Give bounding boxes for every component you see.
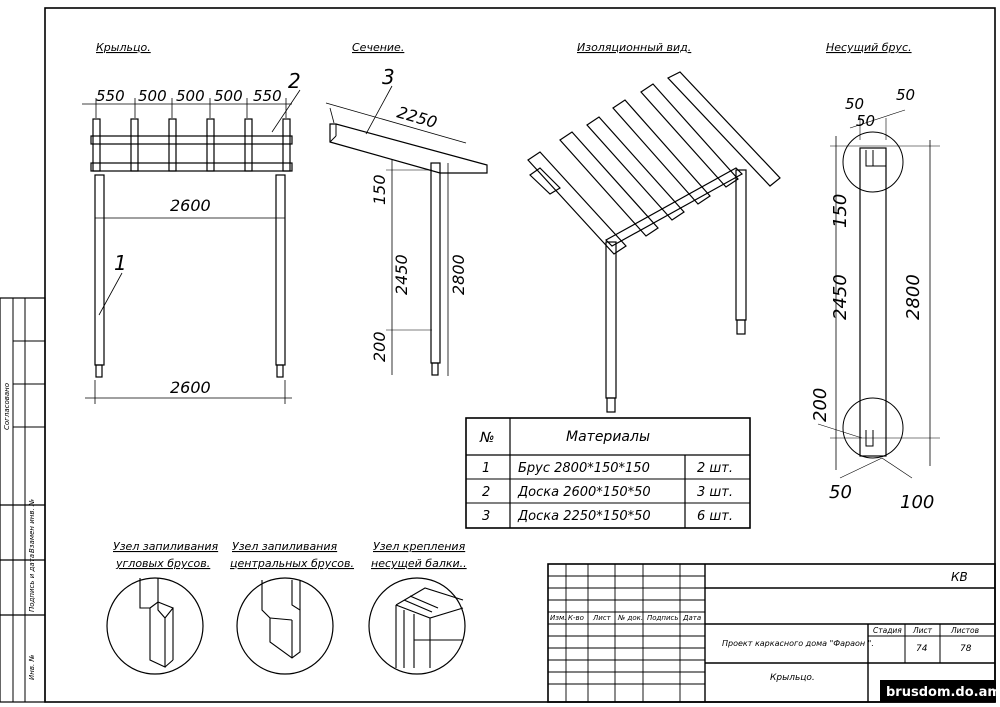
spacing-2: 500: [138, 87, 167, 105]
beam-50-bottom: 50: [829, 482, 852, 503]
table-header-no: №: [479, 430, 495, 446]
detail-beam-mount: Узел крепления несущей балки..: [368, 540, 467, 675]
tb-sheets-label: Листов: [950, 626, 979, 635]
tb-sheets: 78: [960, 644, 972, 654]
row-2-name: Доска 2600*150*50: [517, 485, 651, 500]
section-2450: 2450: [392, 254, 411, 295]
tb-h-izm: Изм.: [550, 614, 566, 622]
detail-corner-notch: Узел запиливания угловых брусов.: [106, 540, 219, 675]
tb-h-date: Дата: [682, 614, 701, 622]
stamp-sign-date: Подпись и дата: [28, 554, 36, 612]
beam-view: 50 50 50 150 2450 2800 200 50 100: [810, 86, 940, 513]
iso-view-title: Изоляционный вид.: [577, 41, 691, 54]
beam-50-b: 50: [896, 86, 915, 104]
beam-2800: 2800: [903, 274, 924, 320]
detail-1-line1: Узел запиливания: [113, 540, 219, 553]
beam-view-title: Несущий брус.: [826, 41, 912, 54]
detail-3-line1: Узел крепления: [373, 540, 466, 553]
side-stamp: Согласовано Взамен инв. № Подпись и дата…: [0, 297, 46, 703]
tb-sheet-label: Лист: [912, 626, 933, 635]
iso-view: [527, 71, 781, 413]
beam-200: 200: [810, 388, 831, 422]
detail-2-line2: центральных брусов.: [230, 557, 354, 570]
callout-2: 2: [288, 69, 301, 93]
beam-2450: 2450: [830, 274, 851, 320]
spacing-3: 500: [176, 87, 205, 105]
tb-h-sign: Подпись: [647, 614, 679, 622]
callout-1: 1: [114, 251, 127, 275]
callout-3: 3: [382, 65, 395, 89]
title-block: Изм. К-во Лист № док. Подпись Дата КВ Пр…: [547, 563, 996, 703]
row-1-qty: 2 шт.: [697, 461, 733, 476]
section-2800: 2800: [449, 254, 468, 295]
table-header-materials: Материалы: [566, 429, 650, 445]
row-2-qty: 3 шт.: [697, 485, 733, 500]
beam-100-bottom: 100: [900, 492, 934, 513]
spacing-5: 550: [253, 87, 282, 105]
detail-1-line2: угловых брусов.: [115, 557, 210, 570]
tb-drawing-name: Крыльцо.: [770, 673, 815, 683]
section-view-title: Сечение.: [352, 41, 404, 54]
section-view: 2250 3 150 2450 2800 200: [325, 65, 488, 376]
beam-150: 150: [830, 194, 851, 228]
detail-central-notch: Узел запиливания центральных брусов.: [230, 540, 354, 675]
tb-h-doc: № док.: [617, 614, 643, 622]
row-3-qty: 6 шт.: [697, 509, 733, 524]
tb-stage-label: Стадия: [873, 626, 902, 635]
tb-project: Проект каркасного дома "Фараон ".: [722, 639, 874, 648]
beam-50-a: 50: [845, 95, 864, 113]
stamp-replace-inv: Взамен инв. №: [28, 499, 36, 553]
section-200: 200: [370, 331, 389, 362]
board-length: 2250: [395, 103, 439, 132]
spacing-4: 500: [214, 87, 243, 105]
watermark-text: brusdom.do.am: [886, 685, 1000, 700]
row-3-name: Доска 2250*150*50: [517, 509, 651, 524]
stamp-agreed: Согласовано: [3, 383, 11, 430]
detail-2-line1: Узел запиливания: [232, 540, 338, 553]
detail-3-line2: несущей балки..: [371, 557, 467, 570]
width-bottom: 2600: [170, 378, 211, 397]
beam-50-c: 50: [856, 112, 875, 130]
width-top: 2600: [170, 196, 211, 215]
tb-code: КВ: [951, 570, 968, 584]
stamp-inv-no: Инв. №: [28, 654, 36, 680]
spacing-1: 550: [96, 87, 125, 105]
materials-table: № Материалы 1 Брус 2800*150*150 2 шт. 2 …: [465, 417, 751, 529]
row-1-no: 1: [482, 461, 490, 476]
porch-view-title: Крыльцо.: [96, 41, 151, 54]
tb-sheet: 74: [916, 644, 928, 654]
tb-h-kvo: К-во: [568, 614, 584, 622]
tb-h-list: Лист: [592, 614, 612, 622]
porch-front-view: 550 500 500 500 550 2 2600 1: [82, 69, 301, 404]
row-2-no: 2: [482, 485, 490, 500]
row-3-no: 3: [482, 509, 490, 524]
row-1-name: Брус 2800*150*150: [518, 461, 650, 476]
watermark: brusdom.do.am: [880, 680, 1000, 702]
section-150: 150: [370, 174, 389, 205]
